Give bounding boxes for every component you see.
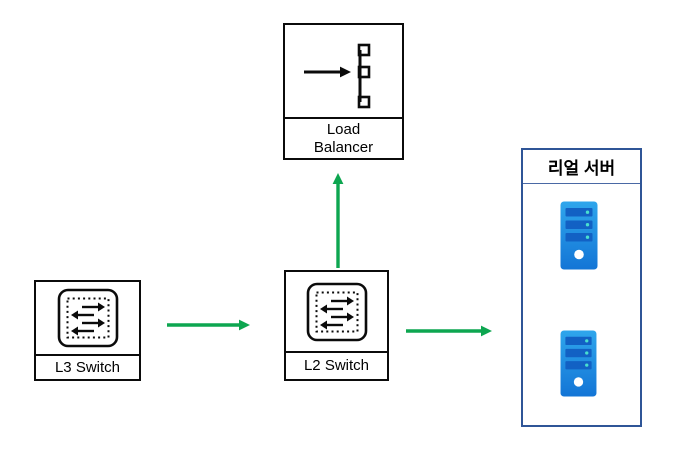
node-load-balancer[interactable]: Load Balancer bbox=[283, 23, 404, 160]
arrow-l3-to-l2[interactable] bbox=[167, 319, 250, 331]
l3-switch-label: L3 Switch bbox=[36, 354, 139, 379]
node-l3-switch[interactable]: L3 Switch bbox=[34, 280, 141, 381]
arrow-l2-to-real-server[interactable] bbox=[406, 325, 492, 337]
group-real-server[interactable]: 리얼 서버 bbox=[521, 148, 642, 427]
load-balancer-label-line2: Balancer bbox=[313, 139, 374, 156]
load-balancer-label: Load Balancer bbox=[285, 117, 402, 159]
l3-switch-icon bbox=[36, 282, 139, 354]
l2-switch-icon bbox=[286, 272, 387, 351]
real-server-title: 리얼 서버 bbox=[523, 150, 640, 184]
load-balancer-label-line1: Load bbox=[326, 121, 361, 138]
server-icon bbox=[560, 330, 597, 402]
load-balancer-icon bbox=[285, 25, 402, 117]
server-icon bbox=[560, 201, 598, 275]
arrow-l2-to-load-balancer[interactable] bbox=[332, 173, 344, 268]
node-l2-switch[interactable]: L2 Switch bbox=[284, 270, 389, 381]
l2-switch-label: L2 Switch bbox=[286, 351, 387, 379]
